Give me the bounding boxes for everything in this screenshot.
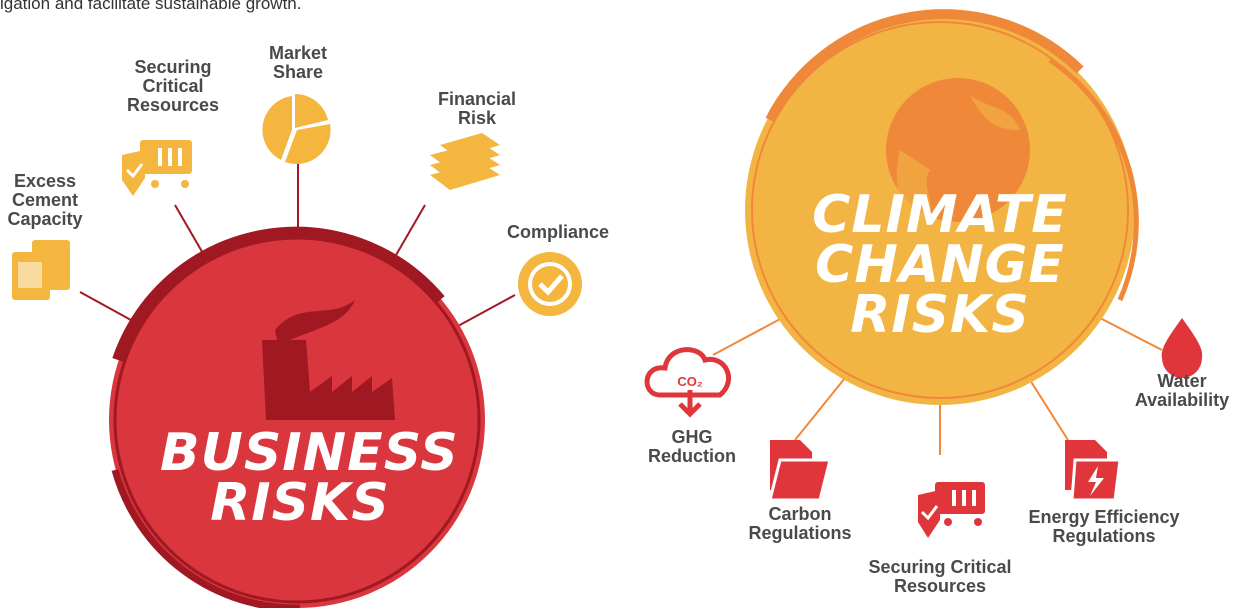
business-title-line1: BUSINESS — [160, 423, 459, 483]
water-drop-icon — [1161, 318, 1203, 378]
connector-line — [1029, 379, 1069, 441]
business-risks-title: BUSINESS RISKS — [160, 423, 459, 533]
business-title-line2: RISKS — [210, 473, 390, 533]
climate-title-line3: RISKS — [850, 285, 1030, 345]
climate-risks-title: CLIMATE CHANGE RISKS — [790, 185, 1090, 345]
check-badge-icon — [518, 252, 582, 316]
label-carbon-regulations: Carbon Regulations — [748, 504, 852, 543]
label-compliance: Compliance — [506, 222, 610, 242]
connector-line — [79, 291, 141, 326]
label-energy-efficiency-regulations: Energy Efficiency Regulations — [1028, 507, 1180, 546]
document-folder-icon — [768, 440, 832, 502]
label-securing-critical-resources: Securing Critical Resources — [126, 57, 220, 115]
label-excess-cement-capacity: Excess Cement Capacity — [7, 171, 83, 229]
intro-text: igation and facilitate sustainable growt… — [0, 0, 302, 13]
globe-icon — [886, 78, 1030, 222]
connector-line — [794, 377, 846, 441]
factory-icon — [262, 300, 395, 420]
connector-line — [712, 317, 783, 356]
pie-chart-icon — [262, 94, 331, 165]
connector-line — [457, 294, 516, 327]
label-ghg-reduction: GHG Reduction — [648, 427, 736, 466]
co2-label: CO₂ — [677, 374, 703, 389]
label-securing-critical-resources-climate: Securing Critical Resources — [868, 557, 1012, 596]
label-financial-risk: Financial Risk — [437, 89, 517, 128]
label-market-share: Market Share — [268, 43, 328, 82]
climate-title-line2: CHANGE — [815, 235, 1065, 295]
climate-title-line1: CLIMATE — [812, 185, 1068, 245]
connector-line — [1099, 317, 1163, 351]
connector-line — [391, 204, 426, 263]
shield-cart-icon — [122, 140, 192, 196]
money-stack-icon — [430, 133, 500, 190]
shield-cart-icon — [918, 482, 985, 538]
cement-bags-icon — [12, 240, 70, 300]
co2-cloud-icon — [644, 347, 732, 418]
document-bolt-icon — [1065, 440, 1122, 502]
label-water-availability: Water Availability — [1134, 371, 1230, 410]
